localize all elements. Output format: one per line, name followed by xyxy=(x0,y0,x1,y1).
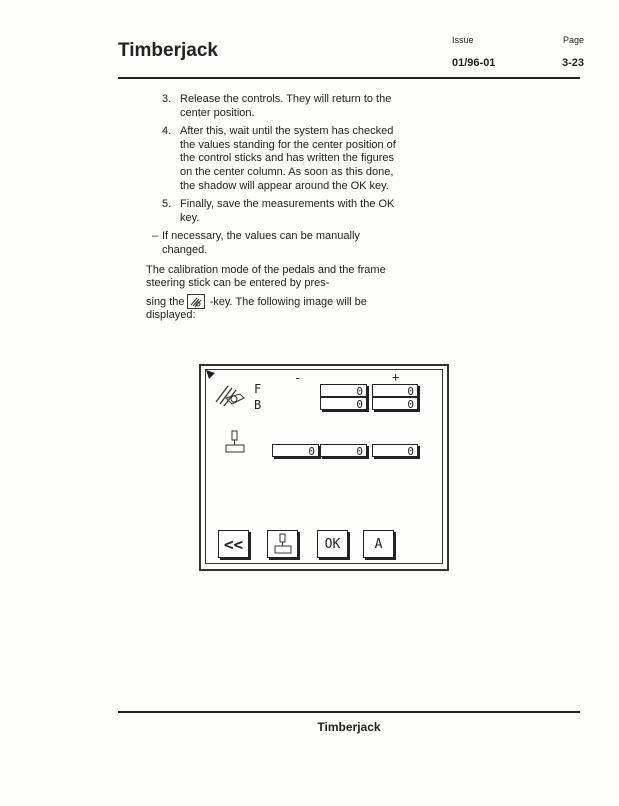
step-text: Release the controls. They will return t… xyxy=(180,93,392,119)
joystick-icon xyxy=(225,430,245,453)
paragraph-text: sing the xyxy=(146,295,185,308)
step-number: 5. xyxy=(162,198,172,211)
joystick-icon xyxy=(274,533,291,554)
note-text: If necessary, the values can be manually… xyxy=(162,230,360,256)
pedal-icon xyxy=(215,385,245,407)
paragraph-text: -key. The following image will be displa… xyxy=(146,295,367,322)
page-value: 3-23 xyxy=(561,57,584,69)
paragraph-text: The calibration mode of the pedals and t… xyxy=(146,263,386,290)
issue-value: 01/96-01 xyxy=(452,57,496,69)
body-text: 3. Release the controls. They will return… xyxy=(146,93,398,323)
ok-button[interactable]: OK xyxy=(317,530,348,558)
pedal-key-icon xyxy=(186,293,205,309)
a-button[interactable]: A xyxy=(363,530,394,558)
stick-max-field[interactable]: 0 xyxy=(372,444,418,458)
stick-center-field[interactable]: 0 xyxy=(320,444,367,458)
cursor-icon xyxy=(206,370,215,379)
display-screen: - + F B 0 0 0 0 0 0 0 << OK A xyxy=(205,369,443,564)
step-number: 3. xyxy=(162,93,172,105)
front-label: F xyxy=(254,382,262,396)
b-min-field[interactable]: 0 xyxy=(320,397,367,411)
header-rule xyxy=(118,77,580,79)
header-brand: Timberjack xyxy=(118,40,218,61)
joystick-button[interactable] xyxy=(267,530,298,558)
step-text: After this, wait until the system has ch… xyxy=(180,125,396,192)
back-label: B xyxy=(254,398,262,412)
step-text: Finally, save the measurements with the … xyxy=(180,198,395,224)
step-4: 4. After this, wait until the system has … xyxy=(162,125,398,193)
display-frame xyxy=(199,364,449,571)
step-3: 3. Release the controls. They will return… xyxy=(162,93,398,120)
footer-rule xyxy=(118,711,580,713)
stick-min-field[interactable]: 0 xyxy=(272,444,319,458)
bullet: – xyxy=(152,230,159,243)
plus-label: + xyxy=(392,370,400,384)
step-5: 5. Finally, save the measurements with th… xyxy=(162,198,398,225)
back-button[interactable]: << xyxy=(218,530,249,558)
step-number: 4. xyxy=(162,125,172,138)
minus-label: - xyxy=(294,371,302,385)
f-min-field[interactable]: 0 xyxy=(320,384,367,398)
b-max-field[interactable]: 0 xyxy=(372,397,418,411)
intro-paragraph: The calibration mode of the pedals and t… xyxy=(146,264,402,323)
footer-brand: Timberjack xyxy=(317,720,381,734)
f-max-field[interactable]: 0 xyxy=(372,384,418,398)
note: –If necessary, the values can be manuall… xyxy=(152,230,398,257)
page-label: Page xyxy=(562,35,584,45)
issue-label: Issue xyxy=(452,35,474,45)
